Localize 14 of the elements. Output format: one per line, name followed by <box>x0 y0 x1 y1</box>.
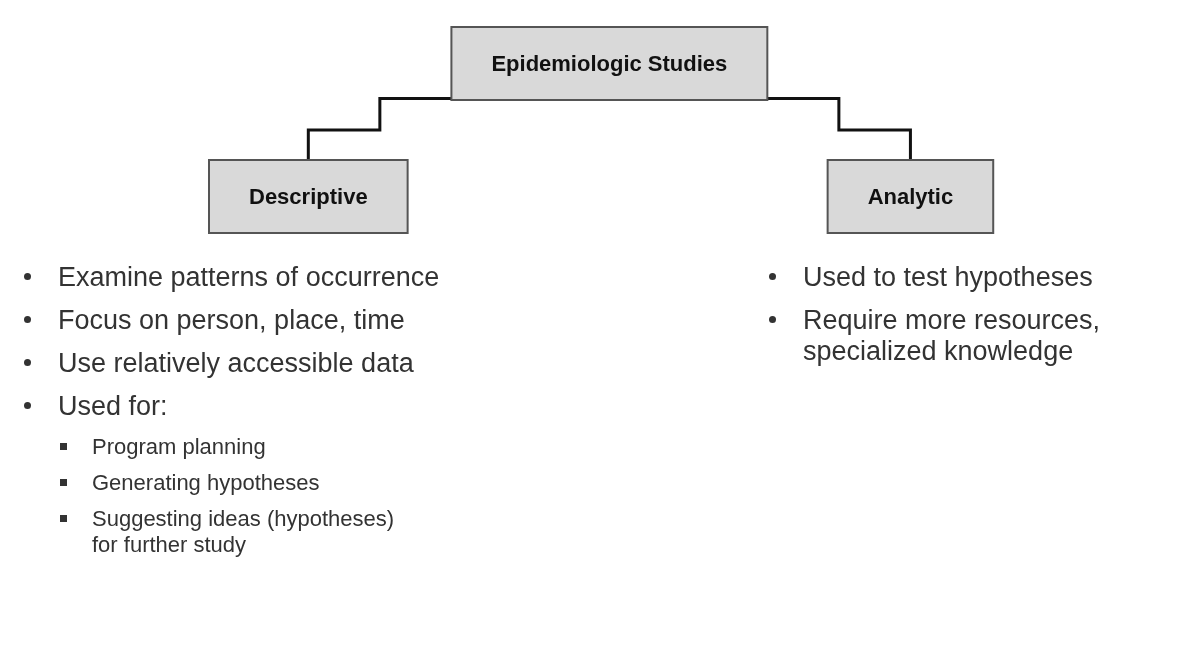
node-box: Descriptive <box>208 159 409 234</box>
bullet-text: Use relatively accessible data <box>58 348 414 378</box>
sub-bullet-text: Generating hypotheses <box>92 470 320 495</box>
bullet-text: Require more resources, specialized knowledge <box>803 305 1101 366</box>
sub-bullet-text: Suggesting ideas (hypotheses) for further study <box>92 506 395 557</box>
connector <box>307 96 452 162</box>
bullet-text: Examine patterns of occurrence <box>58 262 440 292</box>
bullet-text: Focus on person, place, time <box>58 305 405 335</box>
node-box: Analytic <box>827 159 995 234</box>
connector <box>767 96 913 162</box>
node-box: Epidemiologic Studies <box>450 26 769 101</box>
sub-bullet-text: Program planning <box>92 434 266 459</box>
bullet-text: Used for: <box>58 391 168 421</box>
bullet-text: Used to test hypotheses <box>803 262 1093 292</box>
